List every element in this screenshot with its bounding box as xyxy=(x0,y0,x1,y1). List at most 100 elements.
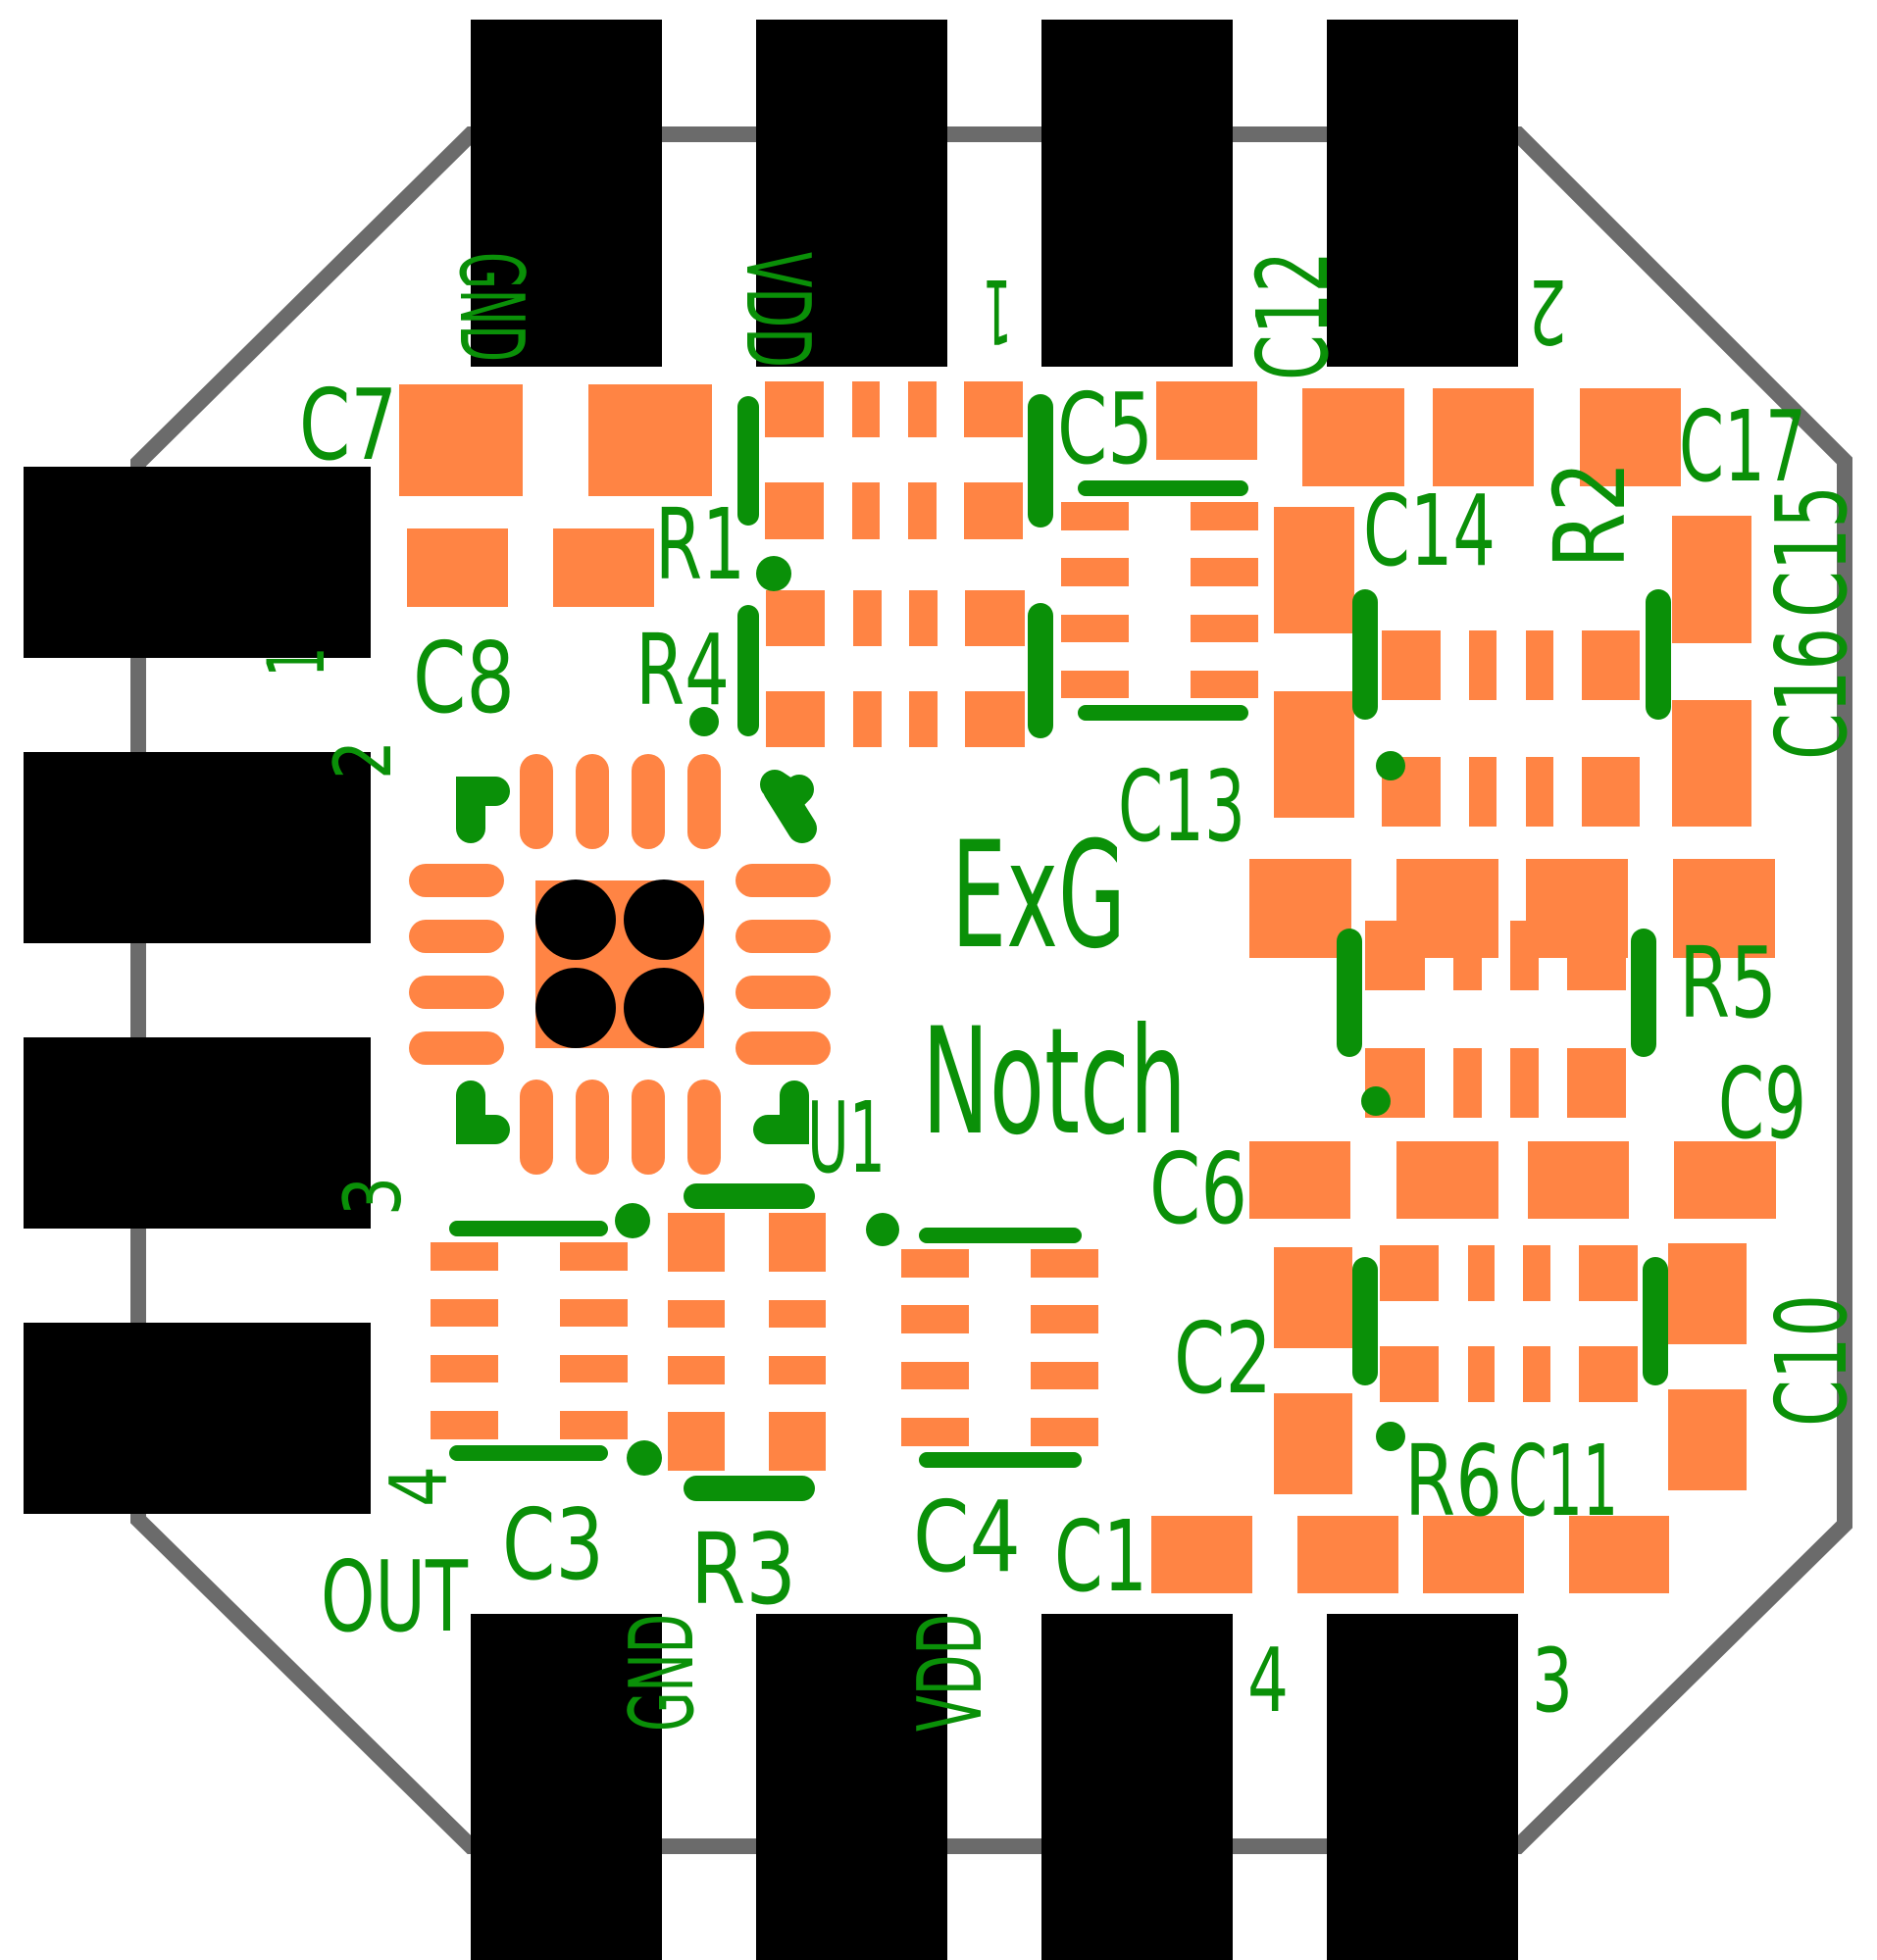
pin1-dot xyxy=(756,556,791,591)
pin1-dot xyxy=(689,707,719,736)
designator-c1: C1 xyxy=(1054,1499,1147,1614)
edge-pad-left-4[interactable] xyxy=(24,1323,371,1514)
designator-c7: C7 xyxy=(299,368,397,482)
pad-c13 xyxy=(1191,671,1258,698)
pad-r4 xyxy=(853,691,882,747)
pin1-dot xyxy=(866,1213,899,1246)
u1-pin xyxy=(576,1080,609,1175)
u1-pin xyxy=(736,920,831,953)
designator-u1: U1 xyxy=(807,1081,886,1195)
pad-r3 xyxy=(769,1300,826,1328)
edge-pad-bottom-gnd[interactable] xyxy=(471,1614,662,1960)
pad-c7-1 xyxy=(399,384,523,496)
designator-c3: C3 xyxy=(502,1487,604,1602)
board-title-line2: Notch xyxy=(922,997,1187,1168)
pad-c16 xyxy=(1672,700,1751,827)
pad-c4 xyxy=(901,1305,969,1333)
pad-r5 xyxy=(1567,921,1626,990)
designator-r5: R5 xyxy=(1679,926,1777,1040)
edge-label-top-vdd: VDD xyxy=(726,252,829,368)
pad-c10-1 xyxy=(1668,1243,1747,1344)
edge-pad-bottom-vdd[interactable] xyxy=(756,1614,947,1960)
pad-c13 xyxy=(1191,615,1258,642)
u1-pin xyxy=(632,754,665,849)
pad-r6 xyxy=(1579,1245,1638,1301)
designator-r3: R3 xyxy=(690,1512,796,1627)
pad-c15 xyxy=(1672,516,1751,643)
edge-label-left-4: 4 xyxy=(374,1466,465,1507)
pad-r5 xyxy=(1365,921,1425,990)
u1-pin xyxy=(520,754,553,849)
pad-c13 xyxy=(1061,558,1129,586)
edge-pad-top-2[interactable] xyxy=(1327,20,1518,367)
pad-c13 xyxy=(1191,502,1258,530)
edge-label-left-3: 3 xyxy=(328,1177,419,1216)
pad-c11-1 xyxy=(1297,1516,1398,1593)
pad-c6 xyxy=(1249,1141,1350,1219)
pad-c8-1 xyxy=(407,528,508,607)
edge-pad-left-2[interactable] xyxy=(24,752,371,943)
pad-r2 xyxy=(1382,630,1441,700)
pad-r1 xyxy=(852,381,880,437)
pad-c2-1 xyxy=(1274,1247,1352,1348)
pad-c4 xyxy=(901,1249,969,1278)
thermal-vias xyxy=(535,879,704,1048)
pad-row xyxy=(1673,859,1775,958)
via xyxy=(535,879,616,960)
pad-r1 xyxy=(908,482,937,539)
edge-label-top-1: 1 xyxy=(983,259,1012,362)
pad-c12-1 xyxy=(1302,388,1404,486)
edge-label-left-1: 1 xyxy=(251,647,342,677)
u1-corner-mark xyxy=(753,1081,809,1144)
edge-pad-bottom-4[interactable] xyxy=(1041,1614,1233,1960)
pad-r5 xyxy=(1567,1048,1626,1118)
pad-c4 xyxy=(901,1418,969,1446)
designator-c13: C13 xyxy=(1118,749,1245,864)
designator-c17: C17 xyxy=(1679,389,1806,504)
pin1-dot xyxy=(615,1203,650,1238)
pad-c13 xyxy=(1191,558,1258,586)
designator-c10: C10 xyxy=(1754,1294,1869,1427)
edge-label-bottom-4: 4 xyxy=(1247,1630,1289,1733)
pad-r5 xyxy=(1510,1048,1539,1118)
pad-r6 xyxy=(1380,1245,1439,1301)
pad-c14-1 xyxy=(1274,507,1354,633)
designator-c12: C12 xyxy=(1236,251,1350,380)
pad-c9 xyxy=(1674,1141,1776,1219)
pad-c13 xyxy=(1061,502,1129,530)
designator-c15: C15 xyxy=(1754,485,1869,618)
designator-r6: R6 xyxy=(1404,1424,1502,1538)
pad-r4 xyxy=(853,590,882,646)
pad-r1 xyxy=(765,482,824,539)
pad-r4 xyxy=(909,691,938,747)
pad-c7-2 xyxy=(588,384,712,496)
edge-pad-bottom-3[interactable] xyxy=(1327,1614,1518,1960)
pad-r3 xyxy=(668,1356,725,1384)
designator-r4: R4 xyxy=(635,613,730,728)
pad-c5 xyxy=(1156,381,1257,460)
edge-pad-top-1[interactable] xyxy=(1041,20,1233,367)
pad-r4 xyxy=(965,590,1025,646)
edge-pad-top-vdd[interactable] xyxy=(756,20,947,367)
edge-label-top-2: 2 xyxy=(1528,259,1567,362)
u1-pin xyxy=(409,976,504,1009)
pad-r2 xyxy=(1526,757,1553,827)
u1-pin xyxy=(409,864,504,897)
pin1-dot xyxy=(627,1440,662,1476)
pad-r4 xyxy=(766,691,825,747)
u1-pin xyxy=(736,976,831,1009)
u1-pin xyxy=(687,1080,721,1175)
pad-c4 xyxy=(1031,1418,1098,1446)
pad-r6 xyxy=(1523,1245,1550,1301)
edge-pad-top-gnd[interactable] xyxy=(471,20,662,367)
pad-c3 xyxy=(431,1355,498,1382)
pad-c3 xyxy=(560,1355,628,1382)
edge-pad-left-3[interactable] xyxy=(24,1037,371,1229)
u1-pin xyxy=(576,754,609,849)
designator-c2: C2 xyxy=(1174,1301,1272,1416)
pad-row xyxy=(1396,1141,1498,1219)
pad-r3 xyxy=(668,1300,725,1328)
edge-pad-left-1[interactable] xyxy=(24,467,371,658)
pad-r3 xyxy=(668,1412,725,1471)
